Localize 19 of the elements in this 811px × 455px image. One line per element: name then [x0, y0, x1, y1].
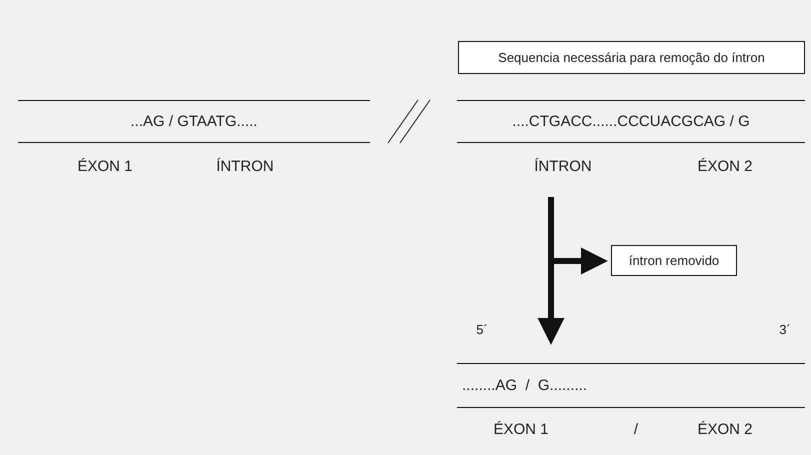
- region-label: ÉXON 1: [493, 421, 549, 438]
- region-label: ÉXON 1: [77, 158, 133, 175]
- sequence-text: ........AG / G.........: [462, 377, 588, 394]
- sequence-strand: [457, 363, 805, 408]
- region-label: ÍNTRON: [216, 158, 274, 175]
- box-text: Sequencia necessária para remoção do íntron: [498, 50, 765, 65]
- region-label: ÍNTRON: [534, 158, 592, 175]
- sequence-strand: [18, 100, 370, 143]
- region-label: ÉXON 2: [697, 421, 753, 438]
- end-label: 3´: [779, 322, 791, 337]
- region-label: ÉXON 2: [697, 158, 753, 175]
- sequence-strand: [457, 100, 805, 143]
- text-box: [458, 41, 805, 74]
- separator-text: /: [634, 421, 638, 438]
- sequence-text: ....CTGACC......CCCUACGCAG / G: [512, 113, 750, 130]
- sequence-text: ...AG / GTAATG.....: [130, 113, 258, 130]
- box-text: íntron removido: [628, 253, 720, 268]
- end-label: 5´: [476, 322, 488, 337]
- text-box: [611, 245, 737, 276]
